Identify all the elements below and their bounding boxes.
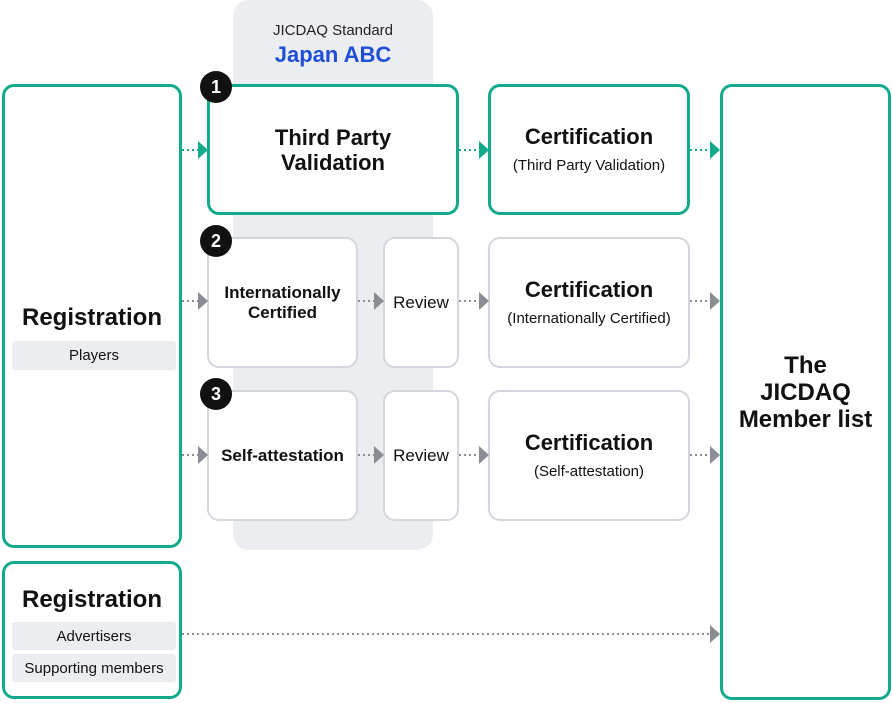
standard-name: Japan ABC [274,42,392,67]
arrowhead-review-to-cert-2 [479,292,489,310]
internationally-certified-label: Internationally Certified [224,282,341,322]
internationally-certified-box: Internationally Certified [207,237,358,368]
arrowhead-intl-to-review [374,292,384,310]
certification-international-box: Certification (Internationally Certified… [488,237,690,368]
review-box-2: Review [383,237,459,368]
arrowhead-self-to-review [374,446,384,464]
review-label-3: Review [393,445,449,465]
step-3-badge: 3 [200,378,232,410]
certification-third-party-box: Certification (Third Party Validation) [488,84,690,215]
self-attestation-label: Self-attestation [221,445,344,465]
step-2-badge: 2 [200,225,232,257]
review-box-3: Review [383,390,459,521]
registration-advertisers-title: Registration [21,586,162,613]
gray-arrows [182,292,720,643]
certification-self-attestation-box: Certification (Self-attestation) [488,390,690,521]
arrowhead-reg-to-tpv [198,141,208,159]
step-1-badge: 1 [200,71,232,103]
standard-label: JICDAQ Standard [272,22,394,39]
certification-self-attestation-title: Certification [524,430,654,455]
supporting-members-tag: Supporting members [12,654,176,682]
arrowhead-review-to-cert-3 [479,446,489,464]
arrowhead-reg-to-self [198,446,208,464]
arrowhead-tpv-to-cert [479,141,489,159]
certification-third-party-sub: (Third Party Validation) [512,157,666,174]
arrowhead-reg-to-intl [198,292,208,310]
certification-international-sub: (Internationally Certified) [507,310,671,327]
third-party-validation-label: Third Party Validation [274,124,392,175]
member-list-box: The JICDAQ Member list [720,84,891,700]
certification-international-title: Certification [524,277,654,302]
review-label-2: Review [393,292,449,312]
registration-players-title: Registration [21,304,162,331]
green-arrows [182,141,720,159]
arrowhead-cert-to-list-1 [710,141,720,159]
certification-third-party-title: Certification [524,124,654,149]
arrowhead-cert-to-list-3 [710,446,720,464]
advertisers-tag: Advertisers [12,622,176,650]
arrowhead-cert-to-list-2 [710,292,720,310]
registration-advertisers-box: Registration Advertisers Supporting memb… [2,561,182,699]
third-party-validation-box: Third Party Validation [207,84,459,215]
arrowhead-advertisers-to-list [710,625,720,643]
self-attestation-box: Self-attestation [207,390,358,521]
certification-self-attestation-sub: (Self-attestation) [533,463,645,480]
member-list-title: The JICDAQ Member list [738,351,873,433]
registration-players-box: Registration Players [2,84,182,548]
players-tag: Players [12,341,176,370]
